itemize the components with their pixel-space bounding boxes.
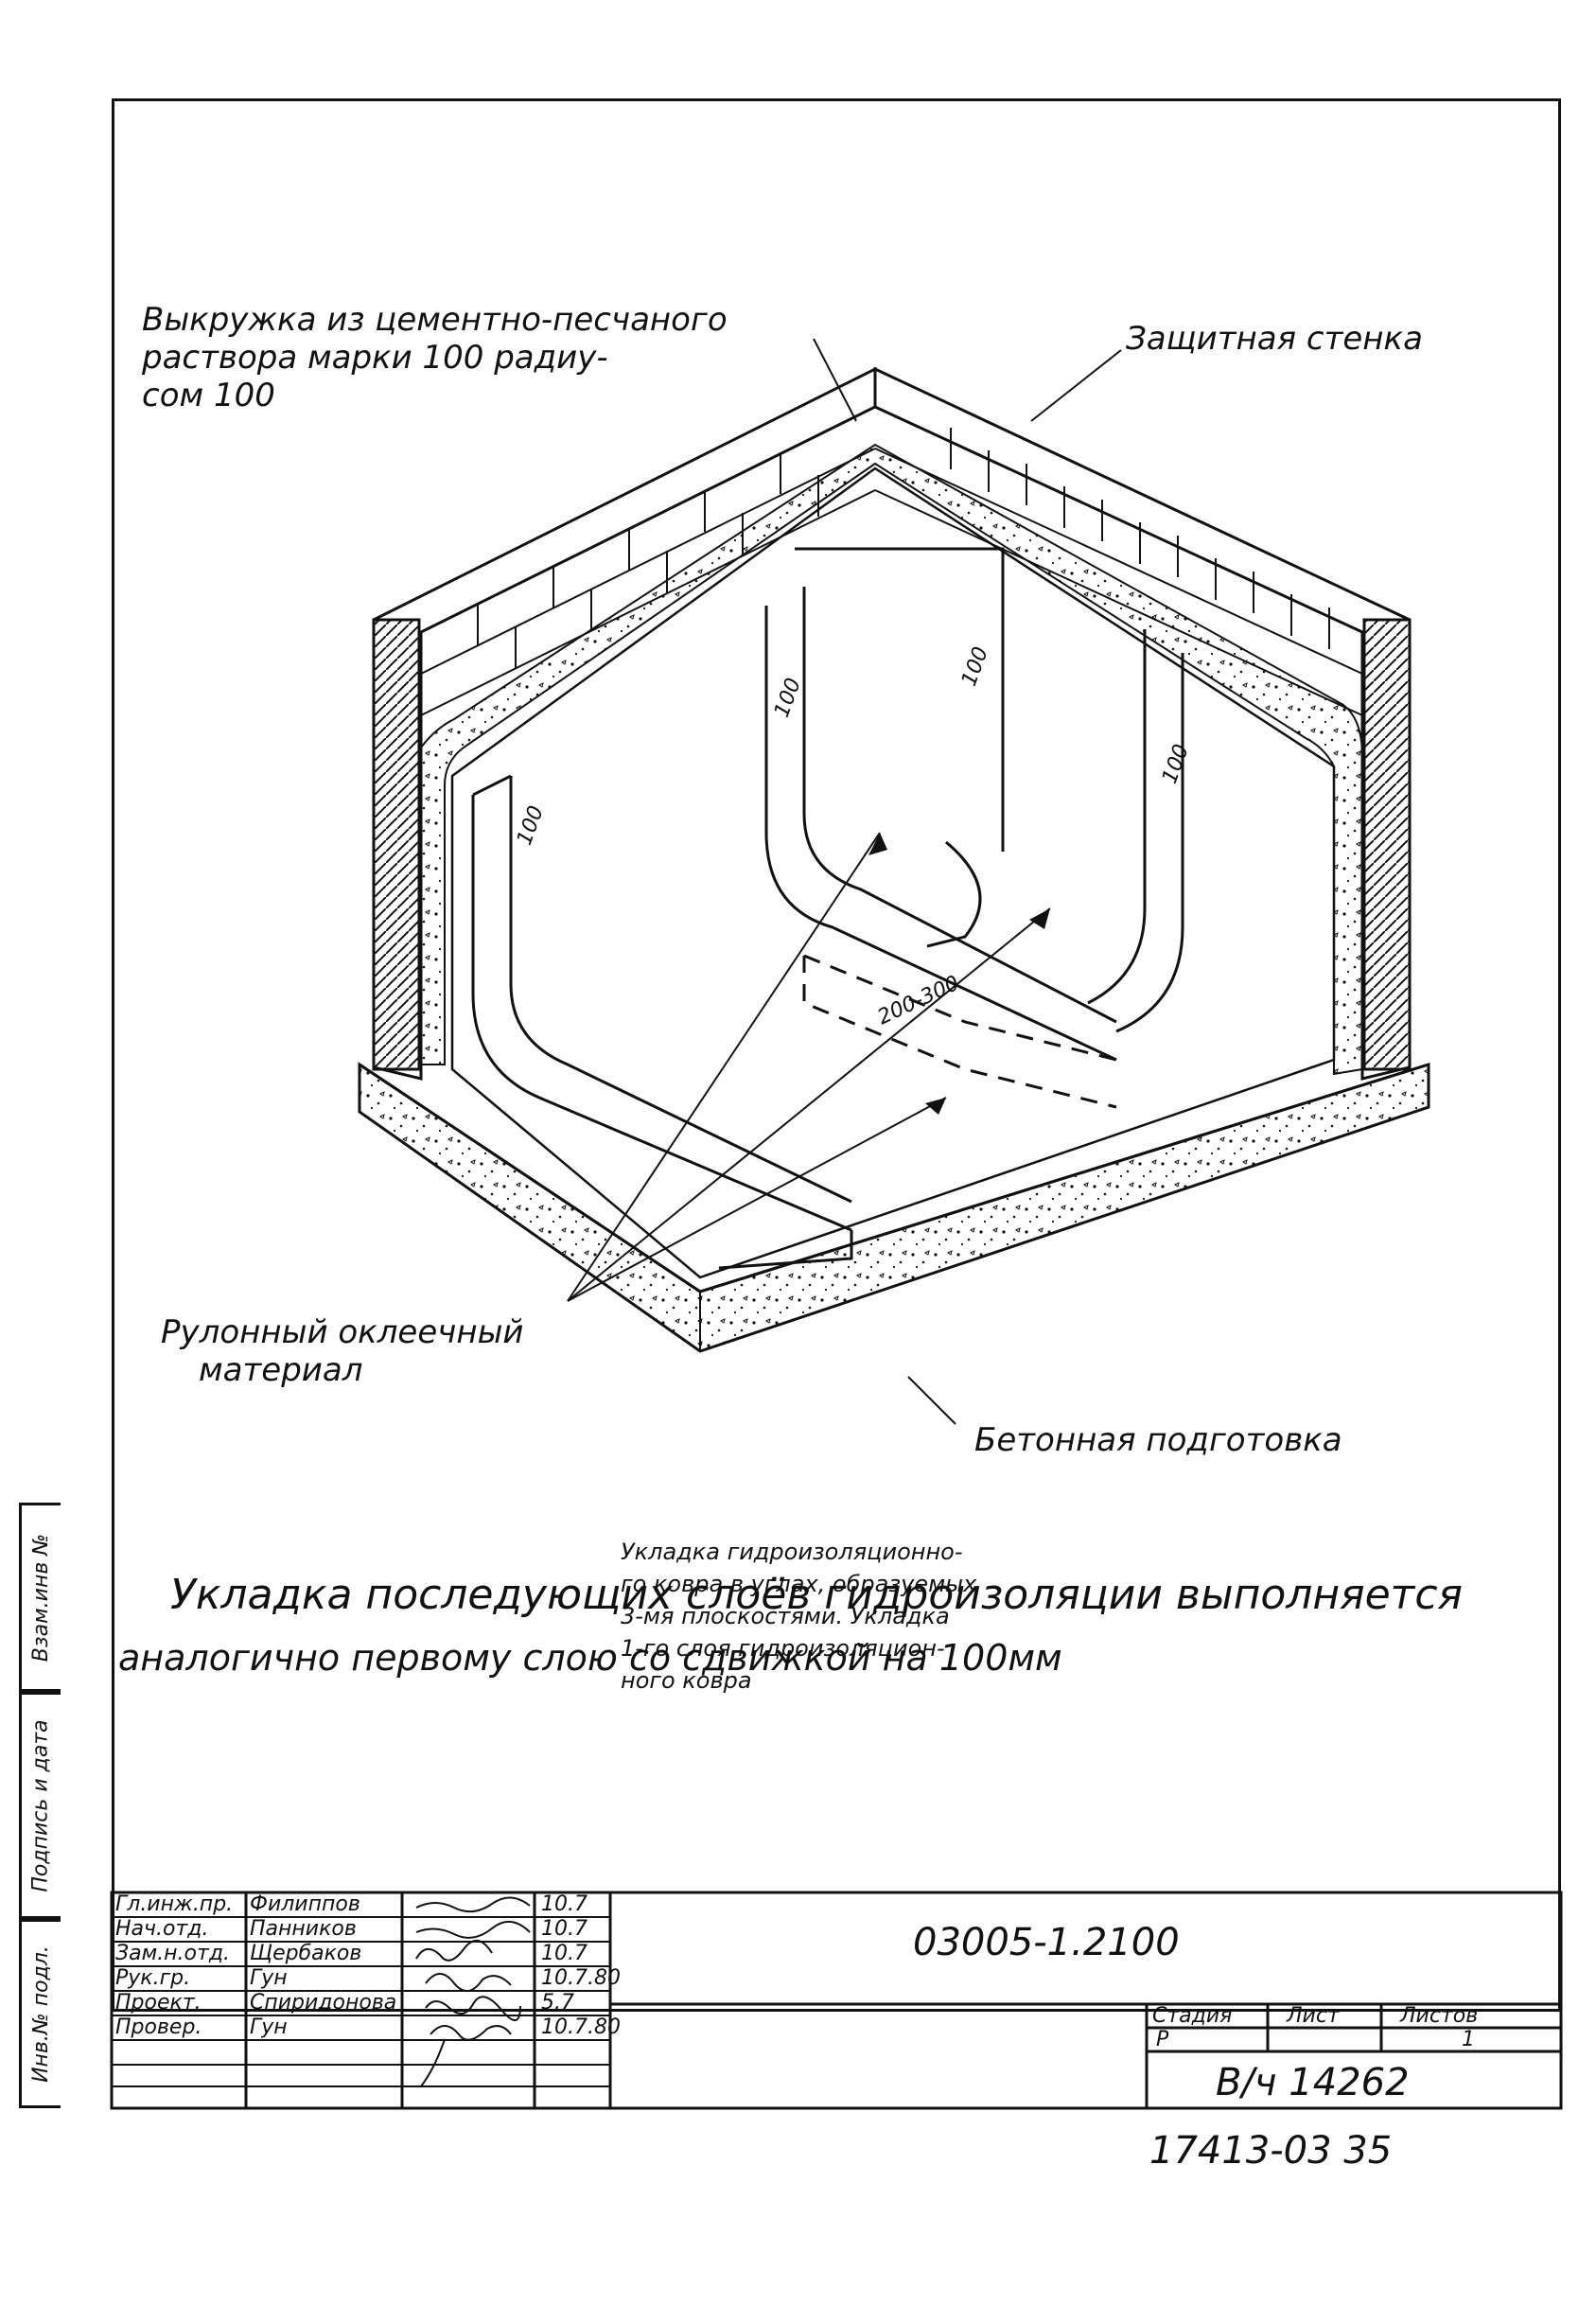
tb-name: Панников (250, 1917, 357, 1941)
side-strip-signature: Подпись и дата (19, 1692, 61, 1919)
archive-number: 17413-03 35 (1149, 2129, 1393, 2173)
document-code: 03005-1.2100 (913, 1921, 1180, 1964)
description-line: Укладка гидроизоляционно- (621, 1539, 963, 1565)
tb-role: Провер. (115, 2015, 202, 2039)
tb-role: Проект. (115, 1991, 202, 2015)
tb-name: Гун (250, 1966, 288, 1990)
tb-name: Филиппов (250, 1892, 360, 1916)
tb-name: Гун (250, 2015, 288, 2039)
roll-material-label-line2: материал (199, 1351, 363, 1389)
concrete-base-label: Бетонная подготовка (974, 1421, 1342, 1459)
protective-wall-label: Защитная стенка (1126, 320, 1423, 358)
fillet-label-line3: сом 100 (142, 377, 275, 414)
stage-value: Р (1156, 2028, 1169, 2051)
tb-date: 10.7.80 (541, 1966, 621, 1990)
roll-material-label-line1: Рулонный оклеечный (161, 1313, 524, 1351)
tb-date: 10.7.80 (541, 2015, 621, 2039)
tb-date: 5.7 (541, 1991, 574, 2015)
tb-date: 10.7 (541, 1917, 588, 1941)
side-strip-inventory: Инв.№ подл. (19, 1919, 61, 2108)
arrow-heads (868, 833, 1050, 1115)
tb-name: Щербаков (250, 1942, 362, 1965)
fillet-label-line2: раствора марки 100 радиу- (142, 339, 608, 377)
concrete-base-slab (358, 1062, 1430, 1353)
tb-date: 10.7 (541, 1942, 588, 1965)
tb-role: Гл.инж.пр. (115, 1892, 234, 1916)
stage-header: Стадия (1152, 2004, 1233, 2028)
side-strip-replacement: Взам.инв № (19, 1503, 61, 1692)
description-line: 3-мя плоскостями. Укладка (621, 1603, 950, 1629)
inner-floor-outline (450, 466, 1336, 1279)
roll-material-sheets (471, 547, 1184, 1270)
leader-lines (567, 338, 1122, 1425)
description-line: 1-го слоя гидроизоляцион- (621, 1635, 945, 1662)
note-line1: Укладка последующих слоёв гидроизоляции … (170, 1571, 1463, 1619)
sheet-header: Лист (1287, 2004, 1340, 2028)
organization-name: В/ч 14262 (1216, 2061, 1410, 2104)
fillet-label-line1: Выкружка из цементно-песчаного (142, 301, 728, 339)
title-block-description: Укладка гидроизоляционно- го ковра в угл… (621, 1536, 1147, 1697)
tb-role: Рук.гр. (115, 1966, 191, 1990)
note-line2: аналогично первому слою со сдвижкой на 1… (118, 1637, 1062, 1679)
description-line: го ковра в углах, образуемых (621, 1571, 977, 1597)
sheets-header: Листов (1400, 2004, 1479, 2028)
tb-role: Зам.н.отд. (115, 1942, 231, 1965)
right-brick-wall (873, 366, 1412, 1081)
tb-name: Спиридонова (250, 1991, 397, 2015)
description-line: ного ковра (621, 1667, 752, 1694)
tb-role: Нач.отд. (115, 1917, 209, 1941)
sheets-value: 1 (1462, 2028, 1475, 2051)
tb-date: 10.7 (541, 1892, 588, 1916)
sheet-frame (112, 98, 1561, 2012)
